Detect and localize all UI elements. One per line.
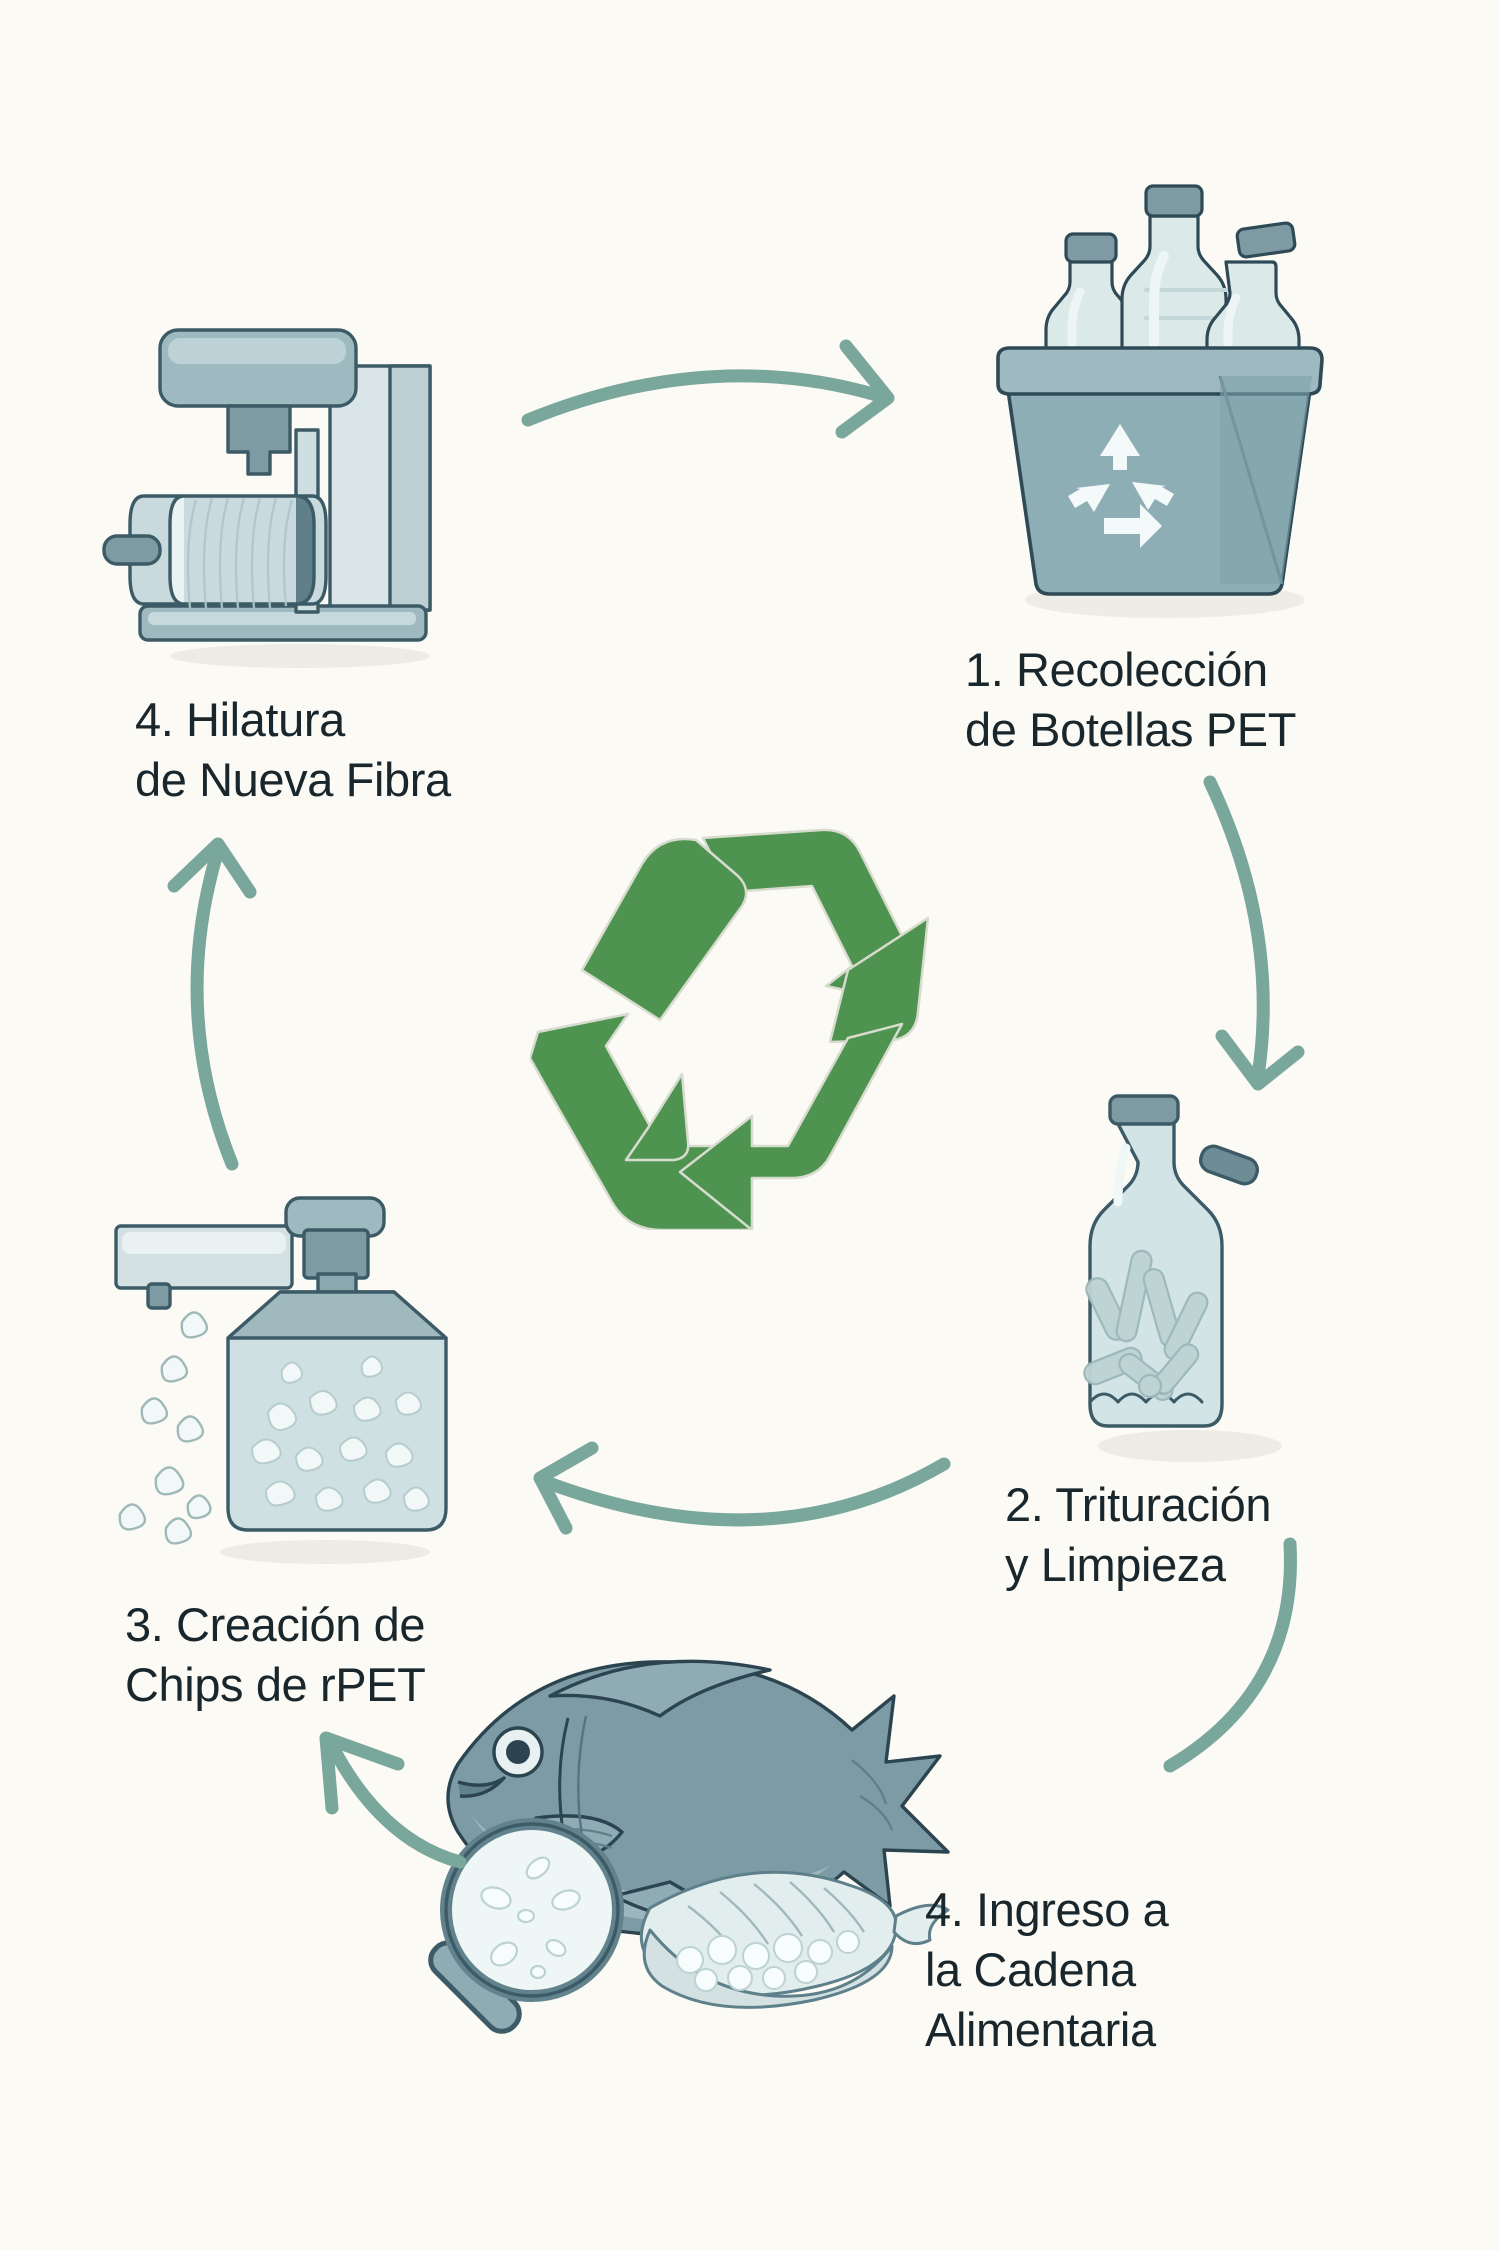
- step-label-hilatura: 4. Hilatura de Nueva Fibra: [135, 693, 451, 807]
- step-label-cadena-alimentaria: 4. Ingreso a la Cadena Alimentaria: [925, 1883, 1169, 2057]
- bottle-with-shredded-flakes-icon: [1040, 1090, 1340, 1470]
- arrow-fish-to-chips: [270, 1680, 560, 1970]
- step-label-trituracion: 2. Trituración y Limpieza: [1005, 1478, 1272, 1592]
- arrow-chips-to-machine: [140, 820, 340, 1180]
- fish-with-magnifier-and-fillet-icon: [400, 1600, 1020, 2120]
- recycling-bin-with-pet-bottles-icon: [980, 170, 1330, 630]
- arrow-flakes-to-fish: [1000, 1530, 1330, 1860]
- step-label-recoleccion: 1. Recolección de Botellas PET: [965, 643, 1297, 757]
- hopper-with-rpet-chips-icon: [100, 1170, 450, 1570]
- arrow-flakes-to-chips: [520, 1430, 960, 1580]
- fiber-spinning-machine-icon: [100, 310, 470, 670]
- step-label-chips-rpet: 3. Creación de Chips de rPET: [125, 1598, 426, 1712]
- arrow-machine-to-bin: [510, 320, 930, 470]
- arrow-bin-to-flakes: [1140, 760, 1340, 1110]
- recycling-mobius-loop-icon: [528, 790, 930, 1232]
